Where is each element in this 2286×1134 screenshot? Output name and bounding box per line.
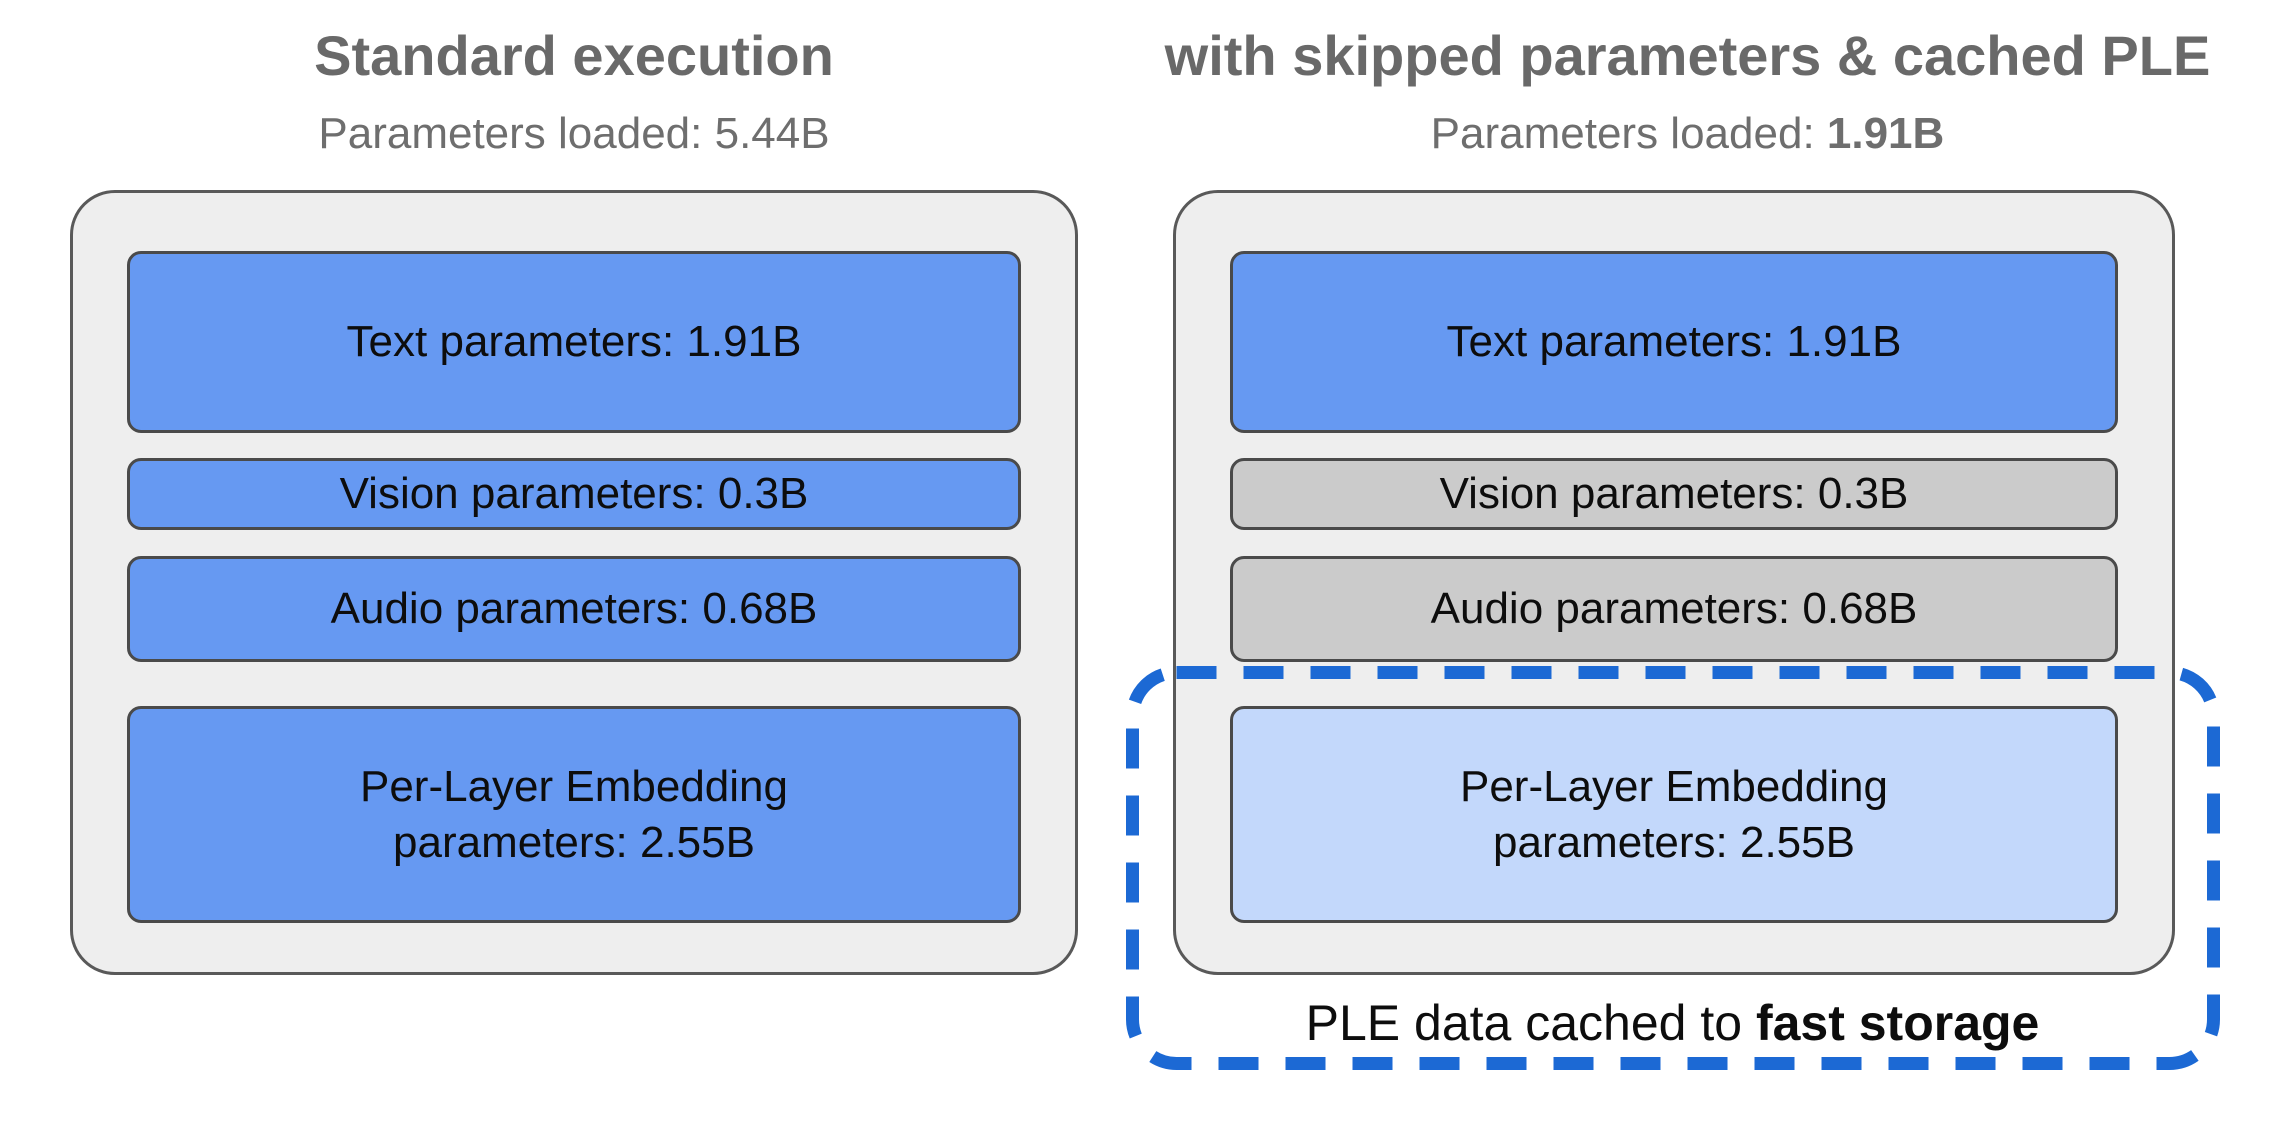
standard-execution-container: Text parameters: 1.91B Vision parameters… <box>70 190 1078 975</box>
skipped-cached-container: Text parameters: 1.91B Vision parameters… <box>1173 190 2175 975</box>
caption-text: PLE data cached to <box>1305 995 1756 1051</box>
text-parameters-block: Text parameters: 1.91B <box>127 251 1021 433</box>
subtitle-value: 5.44B <box>714 109 830 158</box>
panel-title-skipped: with skipped parameters & cached PLE <box>1164 24 2211 87</box>
vision-parameters-block-skipped: Vision parameters: 0.3B <box>1230 458 2118 530</box>
audio-parameters-block-skipped: Audio parameters: 0.68B <box>1230 556 2118 662</box>
panel-title-standard: Standard execution <box>314 24 834 87</box>
subtitle-value: 1.91B <box>1826 109 1945 158</box>
caption-emphasis: fast storage <box>1755 995 2040 1051</box>
vision-parameters-block: Vision parameters: 0.3B <box>127 458 1021 530</box>
per-layer-embedding-block: Per-Layer Embedding parameters: 2.55B <box>127 706 1021 923</box>
standard-execution-header: Standard execution Parameters loaded: 5.… <box>70 0 1078 159</box>
audio-parameters-block: Audio parameters: 0.68B <box>127 556 1021 662</box>
subtitle-label: Parameters loaded: <box>318 109 715 158</box>
subtitle-label: Parameters loaded: <box>1430 109 1827 158</box>
panel-subtitle-skipped: Parameters loaded: 1.91B <box>1150 109 2225 159</box>
text-parameters-block: Text parameters: 1.91B <box>1230 251 2118 433</box>
ple-cache-caption: PLE data cached to fast storage <box>1132 995 2213 1051</box>
panel-subtitle-standard: Parameters loaded: 5.44B <box>70 109 1078 159</box>
skipped-cached-header: with skipped parameters & cached PLE Par… <box>1150 0 2225 159</box>
per-layer-embedding-block-cached: Per-Layer Embedding parameters: 2.55B <box>1230 706 2118 923</box>
